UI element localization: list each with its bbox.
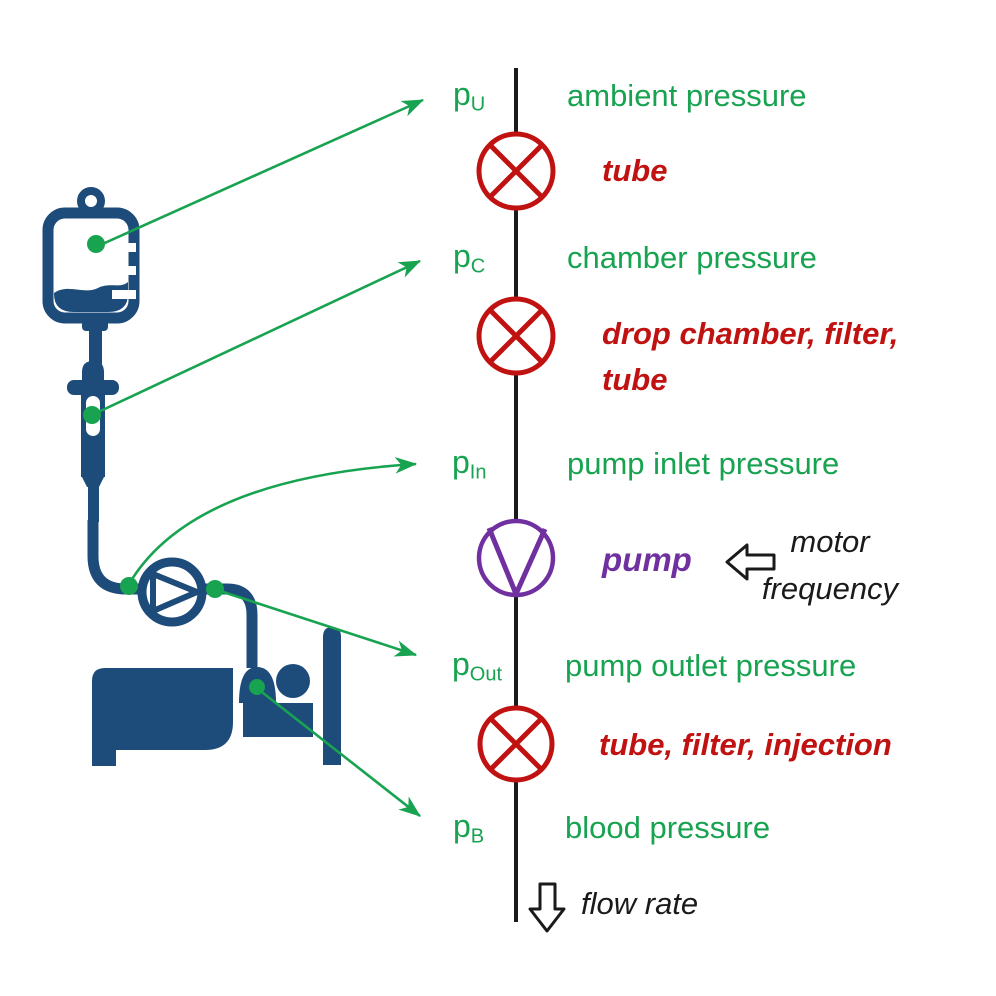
pump-icon [137, 557, 207, 627]
outlet-tube-path [203, 583, 258, 668]
motor-frequency-label: motor frequency [761, 524, 899, 606]
measure-dot-chamber [83, 406, 101, 424]
pressure-name-blood: blood pressure [565, 810, 771, 845]
measure-dot-pump-outlet [206, 580, 224, 598]
motor-frequency-arrow-icon [725, 543, 776, 581]
pressure-symbol-pIn: pIn [452, 444, 487, 484]
arrow-to-pU [97, 98, 425, 248]
pump-symbol-icon [476, 518, 556, 598]
pressure-name-pump-inlet: pump inlet pressure [567, 446, 840, 481]
arrow-to-pIn [127, 456, 418, 585]
pressure-symbol-pB: pB [453, 808, 485, 848]
flow-rate-arrow-icon [528, 882, 566, 933]
drip-chamber-icon [67, 361, 119, 522]
bed-headboard [323, 627, 341, 765]
pressure-name-pump-outlet: pump outlet pressure [565, 648, 857, 683]
resistance-label-3: tube, filter, injection [599, 727, 892, 762]
resistor-tube-icon [476, 131, 556, 211]
flow-rate-label: flow rate [581, 886, 699, 921]
pressure-symbol-pC: pC [453, 238, 486, 278]
arrow-to-pOut [216, 588, 418, 657]
patient-head [276, 664, 310, 698]
resistance-label-1: tube [602, 153, 668, 188]
resistor-injection-icon [477, 705, 555, 783]
measure-dot-pump-inlet [120, 577, 138, 595]
resistor-chamber-icon [476, 296, 556, 376]
iv-bag-icon [42, 187, 140, 366]
pressure-name-ambient: ambient pressure [567, 78, 807, 113]
pressure-symbol-pOut: pOut [452, 646, 503, 686]
arrow-to-pB [257, 687, 421, 818]
measure-dot-patient [249, 679, 265, 695]
bed-mattress [243, 703, 313, 737]
measure-dot-bag [87, 235, 105, 253]
pointer-arrows [83, 98, 425, 818]
pressure-symbol-pU: pU [453, 76, 486, 116]
arrow-to-pC [93, 259, 422, 416]
resistance-label-2: drop chamber, filter, tube [602, 316, 899, 397]
patient-bed-icon [92, 627, 341, 766]
pump-label: pump [602, 541, 692, 578]
pressure-name-chamber: chamber pressure [567, 240, 817, 275]
